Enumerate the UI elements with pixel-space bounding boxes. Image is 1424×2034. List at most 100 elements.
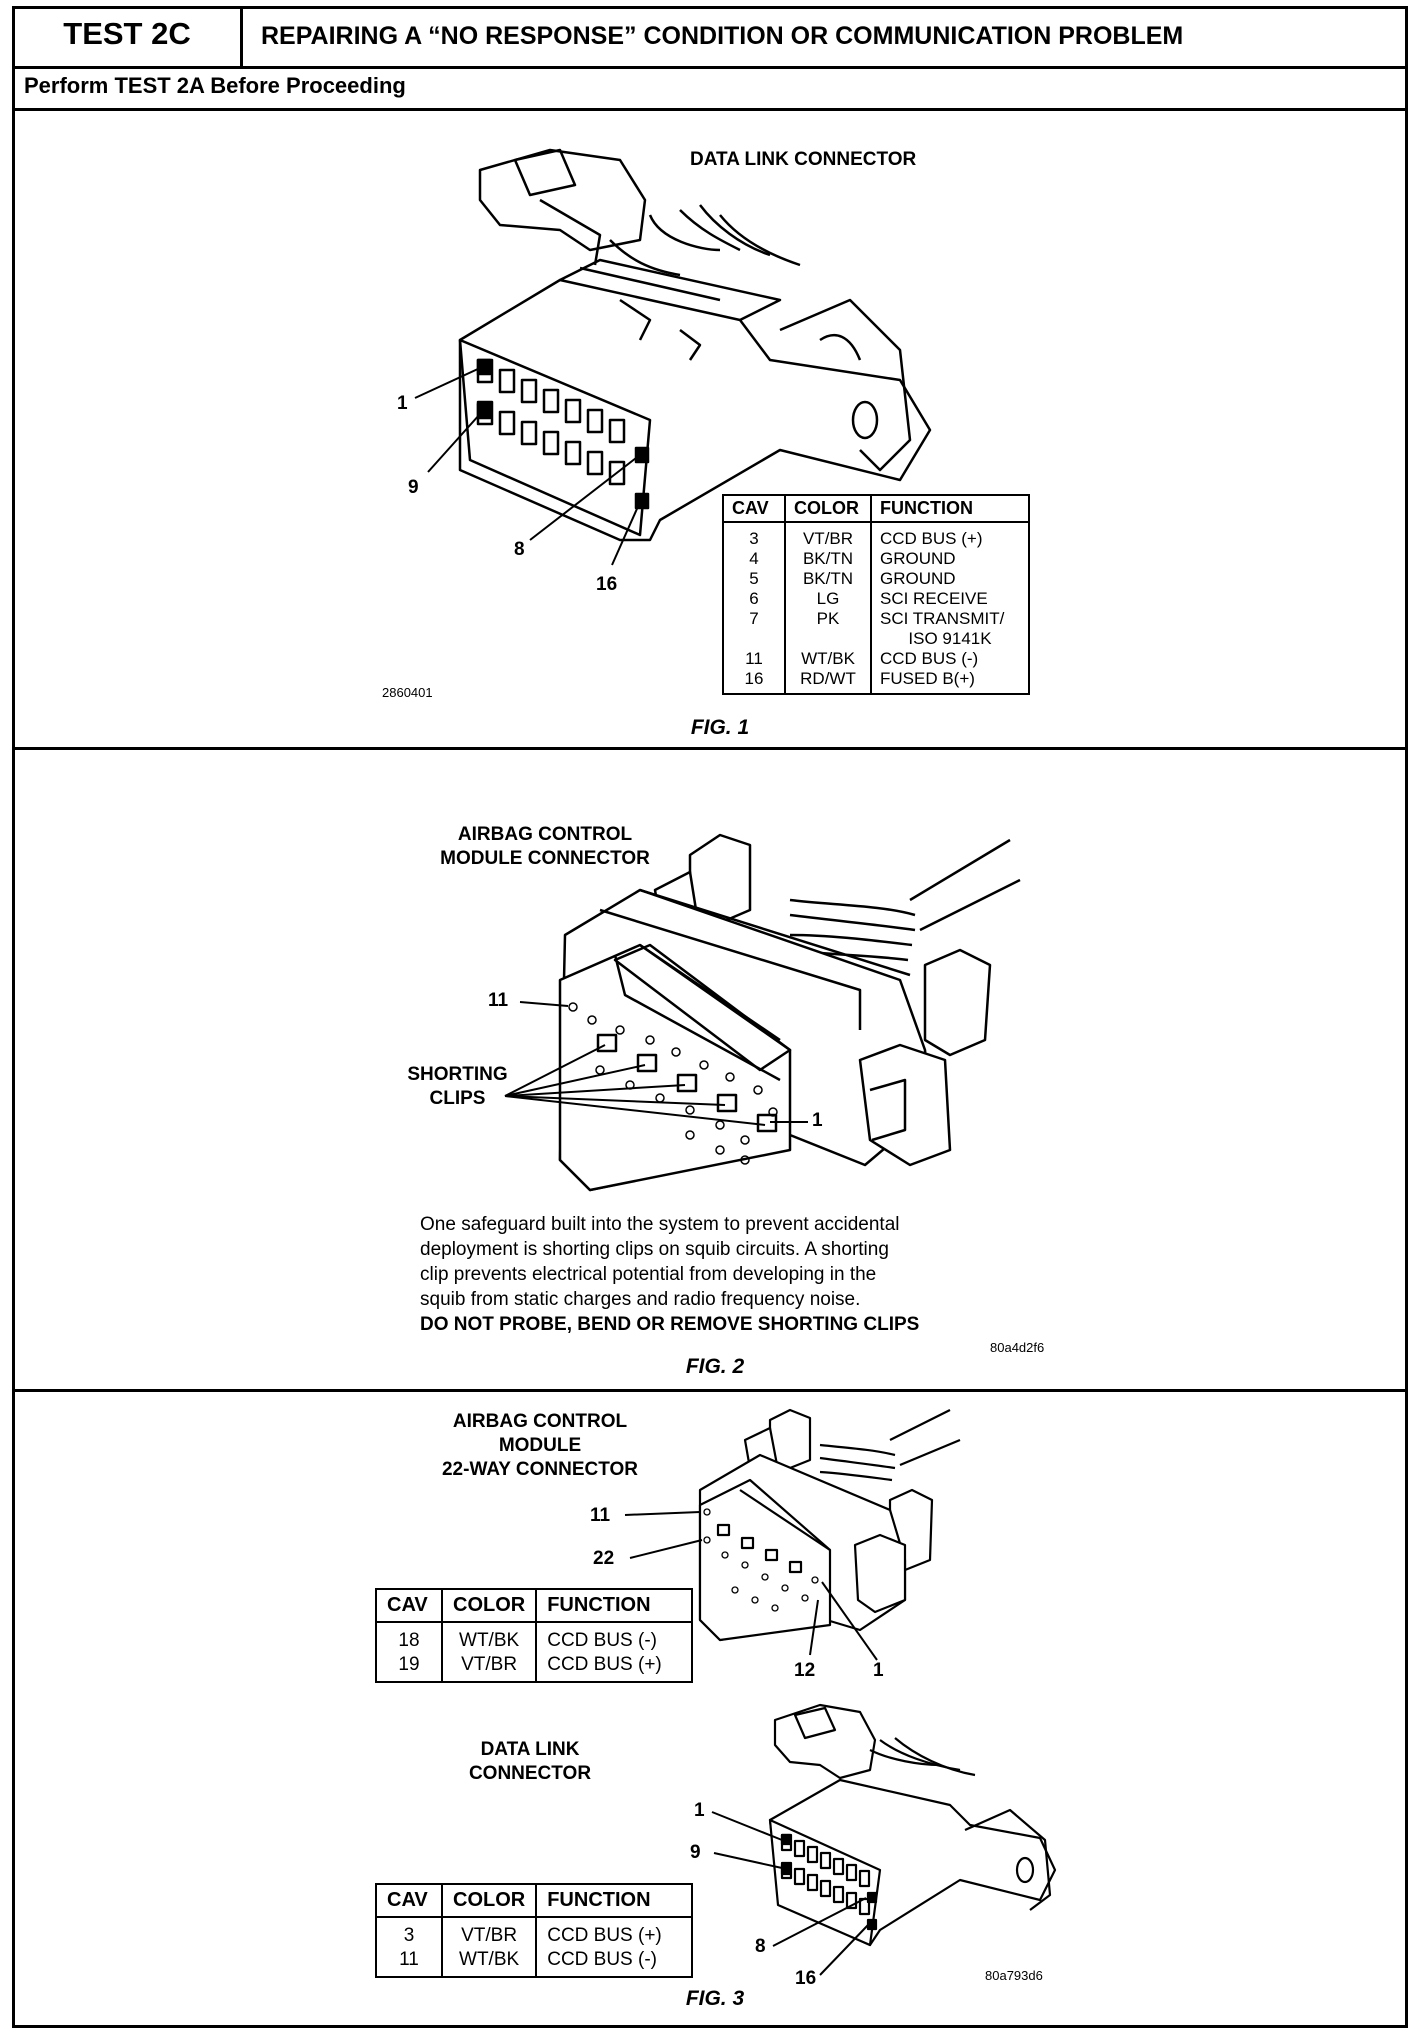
fig3-acm-pin-1-label: 1	[873, 1660, 884, 1681]
table-cell: 16	[722, 669, 786, 695]
fig3-dlc-pin-1-label: 1	[694, 1800, 705, 1821]
fig2-ref-code: 80a4d2f6	[990, 1340, 1045, 1355]
table-cell: WT/BK	[440, 1622, 538, 1653]
table-cell: FUSED B(+)	[870, 669, 1030, 695]
table-cell: CCD BUS (+)	[535, 1917, 694, 1948]
fig3-caption: FIG. 3	[685, 1987, 745, 2010]
table-row: ISO 9141K	[722, 629, 1030, 649]
table-cell: 11	[375, 1948, 443, 1978]
fig1-pin-8-label: 8	[514, 539, 525, 560]
table-header-row: CAV COLOR FUNCTION	[722, 494, 1030, 523]
page-frame	[12, 6, 1408, 2028]
fig2-shorting-clips-label: SHORTING CLIPS	[395, 1063, 520, 1111]
fig3-ref-code: 80a793d6	[985, 1968, 1043, 1983]
header-divider	[12, 66, 1408, 69]
table-cell: SCI RECEIVE	[870, 589, 1030, 609]
fig1-ref-code: 2860401	[382, 685, 433, 700]
fig2-caption: FIG. 2	[685, 1355, 745, 1378]
fig2-divider	[12, 1389, 1408, 1392]
table-cell: LG	[784, 589, 872, 609]
table-cell: RD/WT	[784, 669, 872, 695]
fig2-description-line: One safeguard built into the system to p…	[420, 1214, 900, 1235]
table-cell: CCD BUS (+)	[535, 1653, 694, 1683]
table-header: FUNCTION	[535, 1588, 694, 1623]
fig3-acm-title-line3: 22-WAY CONNECTOR	[441, 1459, 639, 1480]
fig3-dlc-title: DATA LINK CONNECTOR	[430, 1738, 630, 1786]
table-cell: PK	[784, 609, 872, 629]
table-cell: 4	[722, 549, 786, 569]
fig2-description: One safeguard built into the system to p…	[420, 1212, 919, 1337]
table-cell: BK/TN	[784, 569, 872, 589]
table-cell: WT/BK	[784, 649, 872, 669]
fig2-pin-11-label: 11	[488, 990, 509, 1011]
table-cell: VT/BR	[440, 1653, 538, 1683]
table-header: FUNCTION	[535, 1883, 694, 1918]
fig3-dlc-pin-8-label: 8	[755, 1936, 766, 1957]
fig1-pin-1-label: 1	[397, 393, 408, 414]
table-cell: WT/BK	[440, 1948, 538, 1978]
table-cell: 7	[722, 609, 786, 629]
table-cell: 19	[375, 1653, 443, 1683]
fig3-acm-pin-22-label: 22	[593, 1548, 615, 1569]
fig2-description-line: squib from static charges and radio freq…	[420, 1289, 861, 1310]
table-cell: CCD BUS (-)	[870, 649, 1030, 669]
table-cell: 5	[722, 569, 786, 589]
table-cell: CCD BUS (-)	[535, 1948, 694, 1978]
table-cell: 18	[375, 1622, 443, 1653]
prerequisite-divider	[12, 108, 1408, 111]
table-header: CAV	[722, 494, 786, 523]
fig1-caption: FIG. 1	[690, 716, 750, 739]
fig1-divider	[12, 747, 1408, 750]
fig3-dlc-title-line1: DATA LINK	[480, 1739, 580, 1760]
prerequisite-note: Perform TEST 2A Before Proceeding	[24, 73, 406, 98]
fig3-dlc-pin-9-label: 9	[690, 1842, 701, 1863]
fig1-pin-16-label: 16	[596, 574, 618, 595]
test-id: TEST 2C	[63, 16, 191, 51]
table-cell: GROUND	[870, 569, 1030, 589]
table-cell: VT/BR	[440, 1917, 538, 1948]
table-cell: BK/TN	[784, 549, 872, 569]
fig3-acm-title-line1: AIRBAG CONTROL	[452, 1411, 628, 1432]
table-cell: 3	[722, 522, 786, 549]
fig3-dlc-title-line2: CONNECTOR	[468, 1763, 592, 1784]
table-cell: 6	[722, 589, 786, 609]
fig2-shorting-line2: CLIPS	[429, 1088, 486, 1109]
table-cell: VT/BR	[784, 522, 872, 549]
fig2-title: AIRBAG CONTROL MODULE CONNECTOR	[400, 823, 690, 871]
table-header: COLOR	[440, 1588, 538, 1623]
table-header: CAV	[375, 1588, 443, 1623]
fig3-acm-title: AIRBAG CONTROL MODULE 22-WAY CONNECTOR	[405, 1410, 675, 1482]
table-header: COLOR	[440, 1883, 538, 1918]
fig2-warning: DO NOT PROBE, BEND OR REMOVE SHORTING CL…	[420, 1314, 920, 1335]
table-cell: 3	[375, 1917, 443, 1948]
fig2-description-line: deployment is shorting clips on squib ci…	[420, 1239, 889, 1260]
table-header-row: CAV COLOR FUNCTION	[375, 1588, 694, 1623]
fig2-shorting-line1: SHORTING	[407, 1064, 508, 1085]
header-cell-divider	[240, 6, 243, 68]
table-cell: ISO 9141K	[870, 629, 1030, 649]
fig1-pin-9-label: 9	[408, 477, 419, 498]
fig2-description-line: clip prevents electrical potential from …	[420, 1264, 877, 1285]
table-cell: CCD BUS (+)	[870, 522, 1030, 549]
fig3-acm-pin-11-label: 11	[590, 1505, 611, 1526]
fig3-dlc-pin-16-label: 16	[795, 1968, 817, 1989]
fig2-title-line1: AIRBAG CONTROL	[457, 824, 633, 845]
table-cell: CCD BUS (-)	[535, 1622, 694, 1653]
table-header-row: CAV COLOR FUNCTION	[375, 1883, 694, 1918]
